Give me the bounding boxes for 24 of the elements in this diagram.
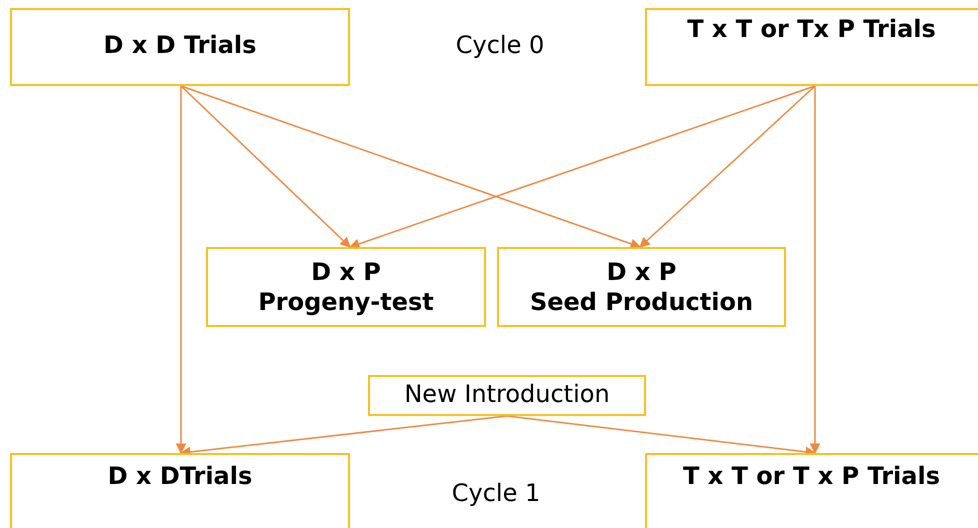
box-text: D x P [606,257,676,287]
box-text: New Introduction [404,379,610,409]
process-box [645,8,978,86]
box-text: D x D Trials [104,30,256,60]
process-box [10,453,350,528]
box-text: D x DTrials [108,461,252,491]
box-text: Progeny-test [258,287,434,317]
arrow [176,86,186,454]
cycle-label: Cycle 1 [450,478,542,508]
process-box [368,375,646,416]
process-box [497,247,786,327]
process-box [645,453,978,528]
arrow [349,85,816,249]
arrow [810,86,820,454]
box-text: T x T or Tx P Trials [687,14,936,44]
arrow [639,85,816,248]
box-text: Seed Production [530,287,754,317]
process-box [10,8,350,86]
arrow [180,85,641,249]
process-box [206,247,486,327]
arrow [180,85,351,248]
box-text: T x T or T x P Trials [683,461,940,491]
box-text: D x P [311,257,381,287]
cycle-label: Cycle 0 [454,30,546,60]
